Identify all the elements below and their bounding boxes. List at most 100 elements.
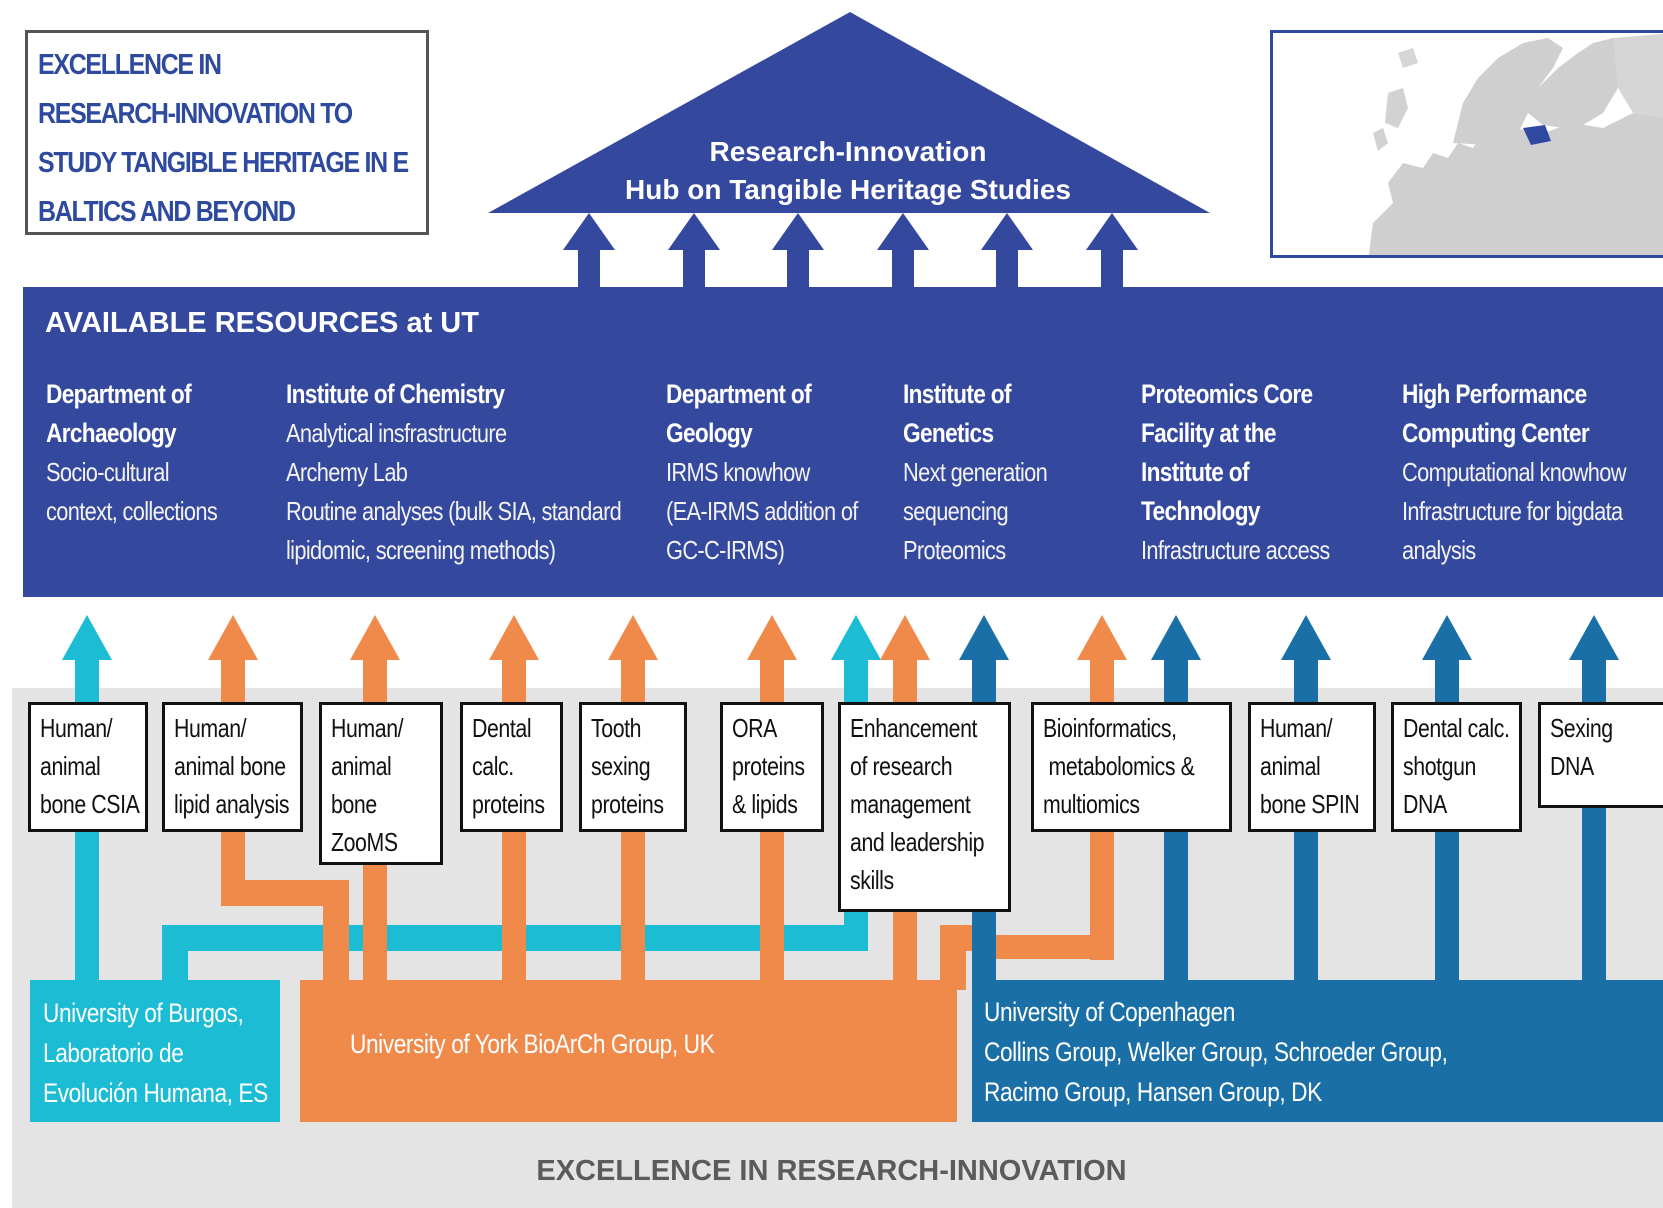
- york-label: University of York BioArCh Group, UK: [350, 1024, 784, 1064]
- method-line: bone CSIA: [40, 789, 140, 819]
- dark-blue-arrowheads: [959, 615, 1619, 660]
- resource-heading: Technology: [1141, 496, 1261, 526]
- method-line: calc.: [472, 751, 514, 781]
- method-line: Enhancement: [850, 713, 978, 743]
- method-line: lipid analysis: [174, 789, 290, 819]
- method-line: Dental calc.: [1403, 713, 1510, 743]
- footer-title: EXCELLENCE IN RESEARCH-INNOVATION: [536, 1155, 1127, 1187]
- copenhagen-label: University of Copenhagen Collins Group, …: [984, 992, 1536, 1112]
- method-line: animal: [331, 751, 392, 781]
- method-box-sexing-dna: Sexing DNA: [1538, 702, 1663, 808]
- resource-heading: Genetics: [903, 418, 994, 448]
- resource-heading: High Performance: [1402, 379, 1587, 409]
- method-line: Human/: [1260, 713, 1333, 743]
- method-line: ORA: [732, 713, 777, 743]
- method-line: bone: [331, 789, 377, 819]
- resource-heading: Proteomics Core: [1141, 379, 1313, 409]
- resource-hpc: High Performance Computing Center Comput…: [1402, 375, 1627, 570]
- resource-geology: Department of Geology IRMS knowhow (EA-I…: [666, 375, 858, 570]
- method-line: Sexing: [1550, 713, 1613, 743]
- resource-chemistry: Institute of Chemistry Analytical insfra…: [286, 375, 622, 570]
- method-box-lipid-analysis: Human/ animal bone lipid analysis: [162, 702, 303, 832]
- method-line: animal: [40, 751, 101, 781]
- hub-title-line2: Hub on Tangible Heritage Studies: [625, 174, 1071, 205]
- resource-heading: Computing Center: [1402, 418, 1590, 448]
- institution-york: [300, 980, 957, 1122]
- method-box-bone-spin: Human/ animal bone SPIN: [1248, 702, 1376, 832]
- method-line: Tooth: [591, 713, 642, 743]
- method-line: proteins: [591, 789, 664, 819]
- method-line: sexing: [591, 751, 651, 781]
- resource-heading: Department of: [46, 379, 192, 409]
- institution-copenhagen: [972, 980, 1663, 1122]
- resource-detail: sequencing: [903, 496, 1009, 526]
- title-box: EXCELLENCE IN RESEARCH-INNOVATION TO STU…: [25, 30, 429, 235]
- resource-detail: (EA-IRMS addition of: [666, 496, 858, 526]
- method-line: shotgun: [1403, 751, 1477, 781]
- method-line: Human/: [174, 713, 247, 743]
- roof-triangle: [488, 12, 1210, 213]
- resource-detail: Computational knowhow: [1402, 457, 1627, 487]
- resource-heading: Facility at the: [1141, 418, 1277, 448]
- europe-map-graphic: [1273, 33, 1663, 255]
- method-box-tooth-sexing: Tooth sexing proteins: [579, 702, 687, 832]
- resource-detail: Socio-cultural: [46, 457, 170, 487]
- method-line: Bioinformatics,: [1043, 713, 1177, 743]
- available-resources-title: AVAILABLE RESOURCES at UT: [45, 307, 479, 339]
- available-resources-panel: [23, 287, 1663, 597]
- method-box-leadership: Enhancement of research management and l…: [838, 702, 1011, 912]
- resource-detail: Next generation: [903, 457, 1048, 487]
- roof-pillar-arrows: [563, 213, 1138, 290]
- resource-detail: lipidomic, screening methods): [286, 535, 556, 565]
- method-line: metabolomics &: [1043, 751, 1195, 781]
- method-line: ZooMS: [331, 827, 398, 857]
- burgos-label: University of Burgos, Laboratorio de Evo…: [43, 993, 311, 1113]
- method-line: Dental: [472, 713, 532, 743]
- institution-burgos: [30, 980, 280, 1122]
- hub-roof: [488, 12, 1210, 290]
- orange-arrowheads: [208, 615, 1127, 660]
- resource-detail: Analytical insfrastructure: [286, 418, 507, 448]
- method-line: & lipids: [732, 789, 798, 819]
- resource-genetics: Institute of Genetics Next generation se…: [903, 375, 1048, 570]
- resource-heading: Archaeology: [46, 418, 177, 448]
- method-line: multiomics: [1043, 789, 1140, 819]
- method-box-bone-csia: Human/ animal bone CSIA: [28, 702, 148, 832]
- method-box-shotgun-dna: Dental calc. shotgun DNA: [1391, 702, 1522, 832]
- method-box-ora: ORA proteins & lipids: [720, 702, 824, 832]
- method-line: animal: [1260, 751, 1321, 781]
- resource-detail: Infrastructure access: [1141, 535, 1330, 565]
- method-line: bone SPIN: [1260, 789, 1360, 819]
- resource-heading: Department of: [666, 379, 812, 409]
- method-line: and leadership: [850, 827, 985, 857]
- resource-proteomics-core: Proteomics Core Facility at the Institut…: [1141, 375, 1330, 570]
- copenhagen-line: Racimo Group, Hansen Group, DK: [984, 1077, 1322, 1107]
- method-box-dental-proteins: Dental calc. proteins: [460, 702, 563, 832]
- main-title: EXCELLENCE IN RESEARCH-INNOVATION TO STU…: [38, 41, 416, 237]
- hub-title-line1: Research-Innovation: [709, 136, 987, 167]
- method-box-bioinformatics: Bioinformatics, metabolomics & multiomic…: [1031, 702, 1232, 832]
- resource-detail: Archemy Lab: [286, 457, 408, 487]
- method-line: proteins: [472, 789, 545, 819]
- resource-heading: Institute of: [903, 379, 1012, 409]
- main-title-line: EXCELLENCE IN: [38, 49, 222, 81]
- method-line: skills: [850, 865, 894, 895]
- resource-detail: GC-C-IRMS): [666, 535, 785, 565]
- method-line: animal bone: [174, 751, 286, 781]
- burgos-line: Evolución Humana, ES: [43, 1078, 268, 1108]
- main-title-line: RESEARCH-INNOVATION TO: [38, 98, 353, 130]
- york-line: University of York BioArCh Group, UK: [350, 1029, 715, 1059]
- resource-heading: Geology: [666, 418, 753, 448]
- resource-heading: Institute of: [1141, 457, 1250, 487]
- main-title-line: STUDY TANGIBLE HERITAGE IN E: [38, 147, 409, 179]
- method-line: DNA: [1403, 789, 1447, 819]
- resource-detail: IRMS knowhow: [666, 457, 810, 487]
- resource-detail: Proteomics: [903, 535, 1006, 565]
- copenhagen-line: University of Copenhagen: [984, 997, 1235, 1027]
- main-title-line: BALTICS AND BEYOND: [38, 196, 296, 228]
- resource-detail: Infrastructure for bigdata: [1402, 496, 1623, 526]
- europe-map: [1270, 30, 1663, 258]
- resource-heading: Institute of Chemistry: [286, 379, 505, 409]
- method-line: management: [850, 789, 971, 819]
- copenhagen-line: Collins Group, Welker Group, Schroeder G…: [984, 1037, 1448, 1067]
